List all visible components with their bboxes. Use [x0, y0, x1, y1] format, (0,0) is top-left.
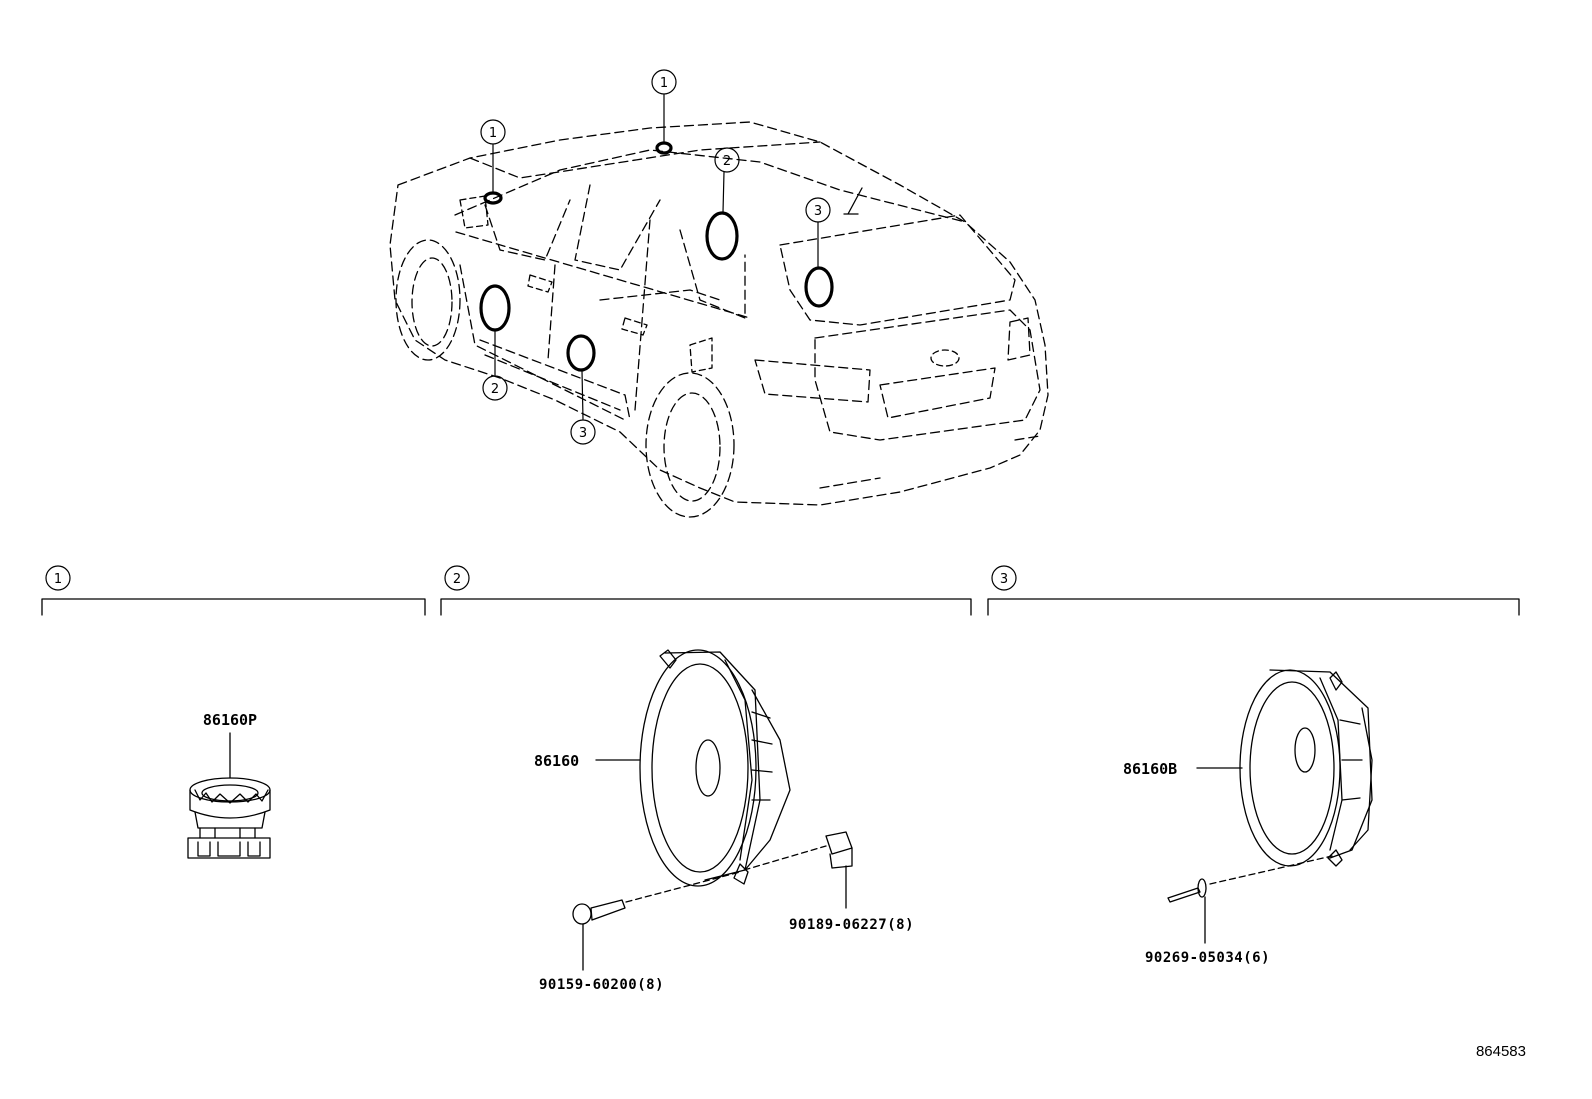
tweeter-location-front-right [655, 141, 673, 155]
rear-door-speaker-location-left [566, 334, 596, 372]
hardware-label-90189-06227: 90189-06227(8) [789, 917, 914, 933]
group-2-marker: 2 [453, 572, 461, 587]
callout-3-rear-right: 3 [814, 204, 822, 219]
callout-3-rear-left: 3 [579, 426, 587, 441]
hardware-label-90269-05034: 90269-05034(6) [1145, 950, 1270, 966]
part-label-86160p: 86160P [203, 711, 257, 729]
vehicle-illustration [389, 121, 1049, 518]
part-label-86160b: 86160B [1123, 760, 1177, 778]
figure-id: 864583 [1476, 1043, 1526, 1060]
rear-door-speaker-location-right [804, 266, 834, 308]
callout-1-tweeter-right: 1 [660, 76, 668, 91]
callout-2-front-right: 2 [723, 154, 731, 169]
front-door-speaker-location-left [479, 284, 511, 332]
tweeter-location-front-left [483, 191, 503, 205]
front-speaker-part-86160 [572, 649, 853, 971]
rear-speaker-part-86160b [1167, 669, 1373, 944]
callout-2-front-left: 2 [491, 382, 499, 397]
group-brackets [41, 598, 1520, 616]
group-3-marker: 3 [1000, 572, 1008, 587]
hardware-label-90159-60200: 90159-60200(8) [539, 977, 664, 993]
speaker-location-markers [479, 141, 834, 372]
part-label-86160: 86160 [534, 752, 579, 770]
front-door-speaker-location-right [705, 211, 739, 261]
group-1-marker: 1 [54, 572, 62, 587]
callout-circles [45, 69, 1017, 591]
tweeter-part-86160p [187, 732, 271, 859]
callout-1-tweeter-left: 1 [489, 126, 497, 141]
